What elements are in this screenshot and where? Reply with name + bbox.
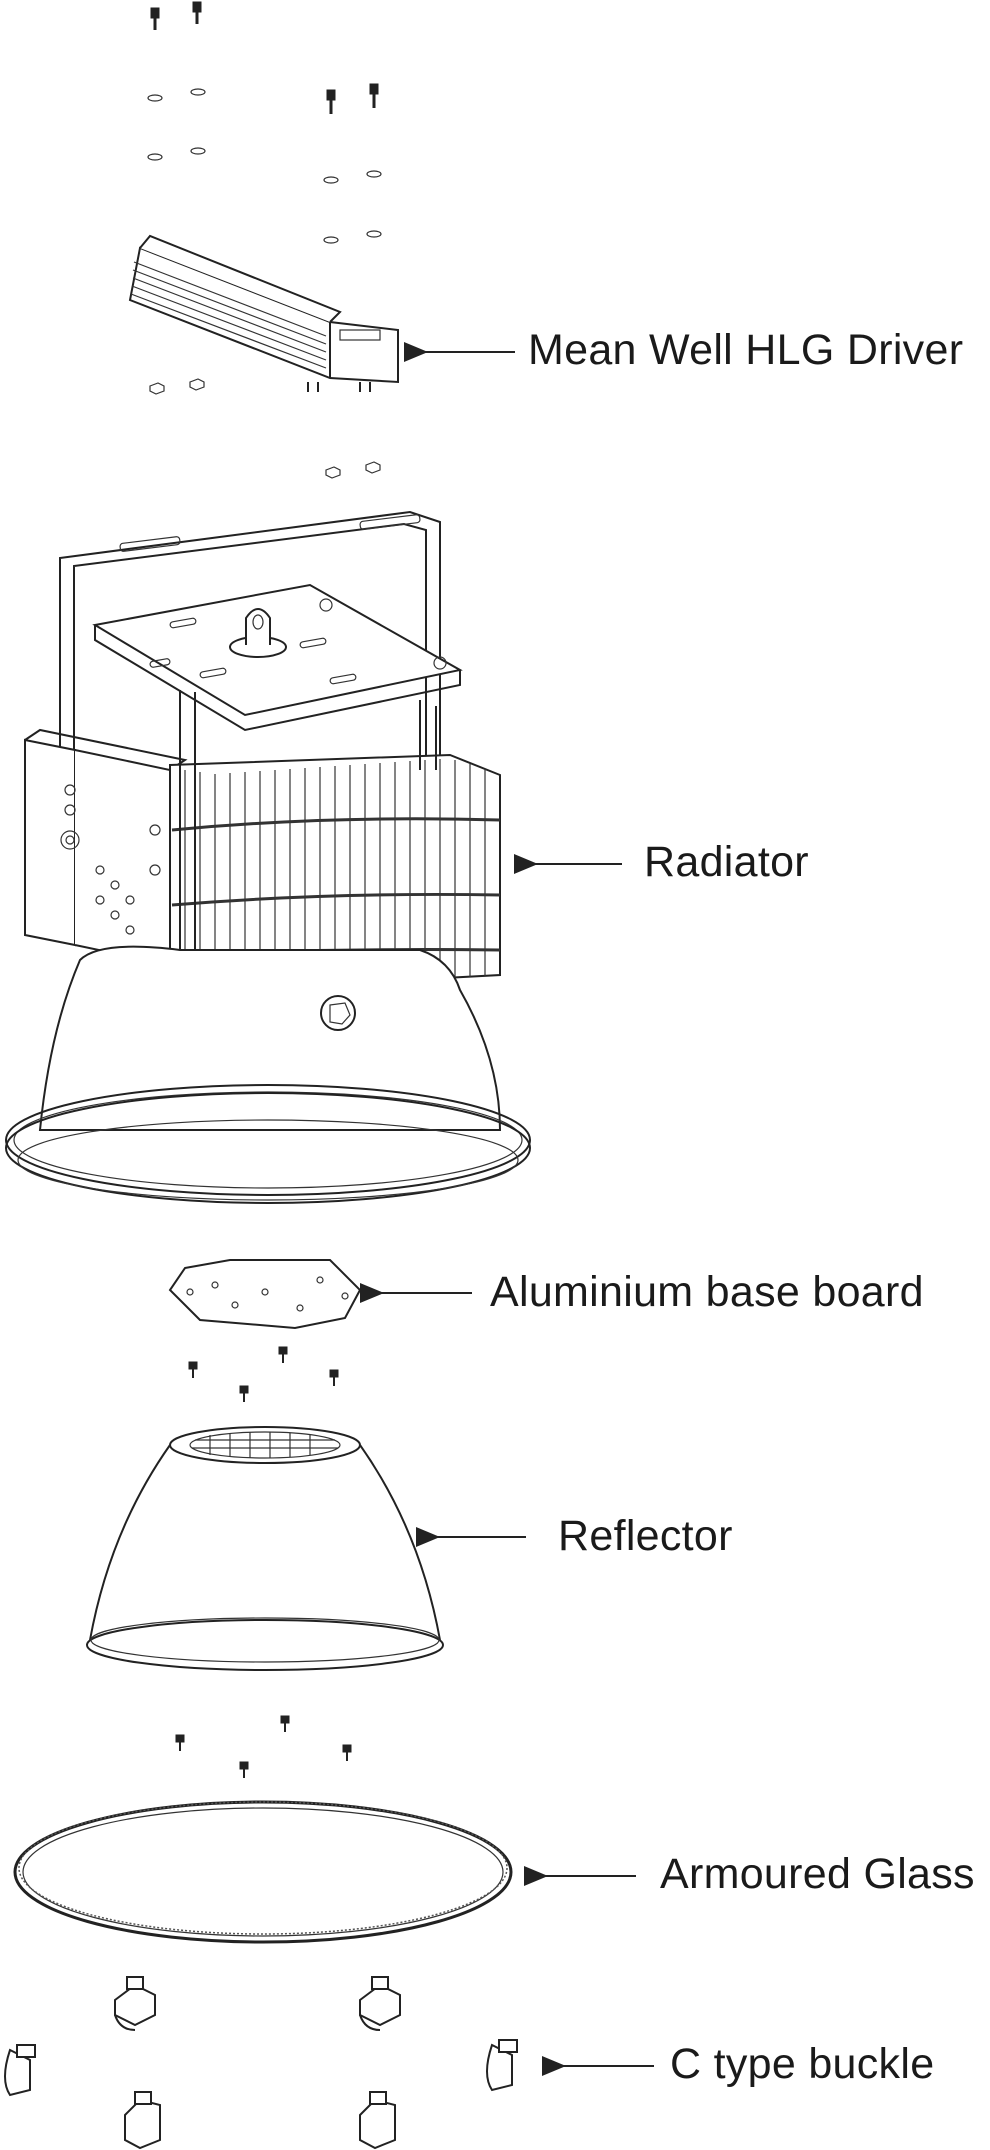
- reflector-part: [86, 1426, 444, 1671]
- screw-icon: [278, 1346, 288, 1363]
- radiator-assembly: [24, 510, 501, 992]
- screw-icon: [329, 1369, 339, 1386]
- label-glass: Armoured Glass: [660, 1850, 975, 1898]
- c-type-buckles: [4, 1976, 518, 2150]
- screw-icon: [192, 1, 202, 24]
- base-board-part: [168, 1259, 362, 1330]
- label-radiator: Radiator: [644, 838, 809, 886]
- washers: [147, 88, 382, 244]
- screw-icon: [342, 1744, 352, 1761]
- screw-icon: [175, 1734, 185, 1751]
- screw-icon: [326, 89, 336, 114]
- buckle-icon: [114, 1976, 156, 2031]
- reflector-screws: [175, 1715, 352, 1778]
- screw-icon: [239, 1385, 249, 1402]
- label-base-board: Aluminium base board: [490, 1268, 924, 1316]
- driver-screws: [150, 1, 379, 114]
- screw-icon: [150, 7, 160, 30]
- buckle-icon: [359, 1976, 401, 2031]
- screw-icon: [239, 1761, 249, 1778]
- screw-icon: [280, 1715, 290, 1732]
- nuts: [149, 378, 381, 479]
- label-buckle: C type buckle: [670, 2040, 935, 2088]
- buckle-icon: [4, 2044, 36, 2097]
- base-board-screws: [188, 1346, 339, 1402]
- leader-arrows: [360, 342, 654, 2076]
- driver-part: [128, 234, 399, 392]
- buckle-icon: [359, 2091, 396, 2150]
- armoured-glass-part: [13, 1800, 513, 1944]
- buckle-icon: [124, 2091, 161, 2150]
- screw-icon: [369, 83, 379, 108]
- housing-cone: [5, 945, 531, 1204]
- label-reflector: Reflector: [558, 1512, 733, 1560]
- buckle-icon: [486, 2039, 518, 2092]
- label-driver: Mean Well HLG Driver: [528, 326, 964, 374]
- screw-icon: [188, 1361, 198, 1378]
